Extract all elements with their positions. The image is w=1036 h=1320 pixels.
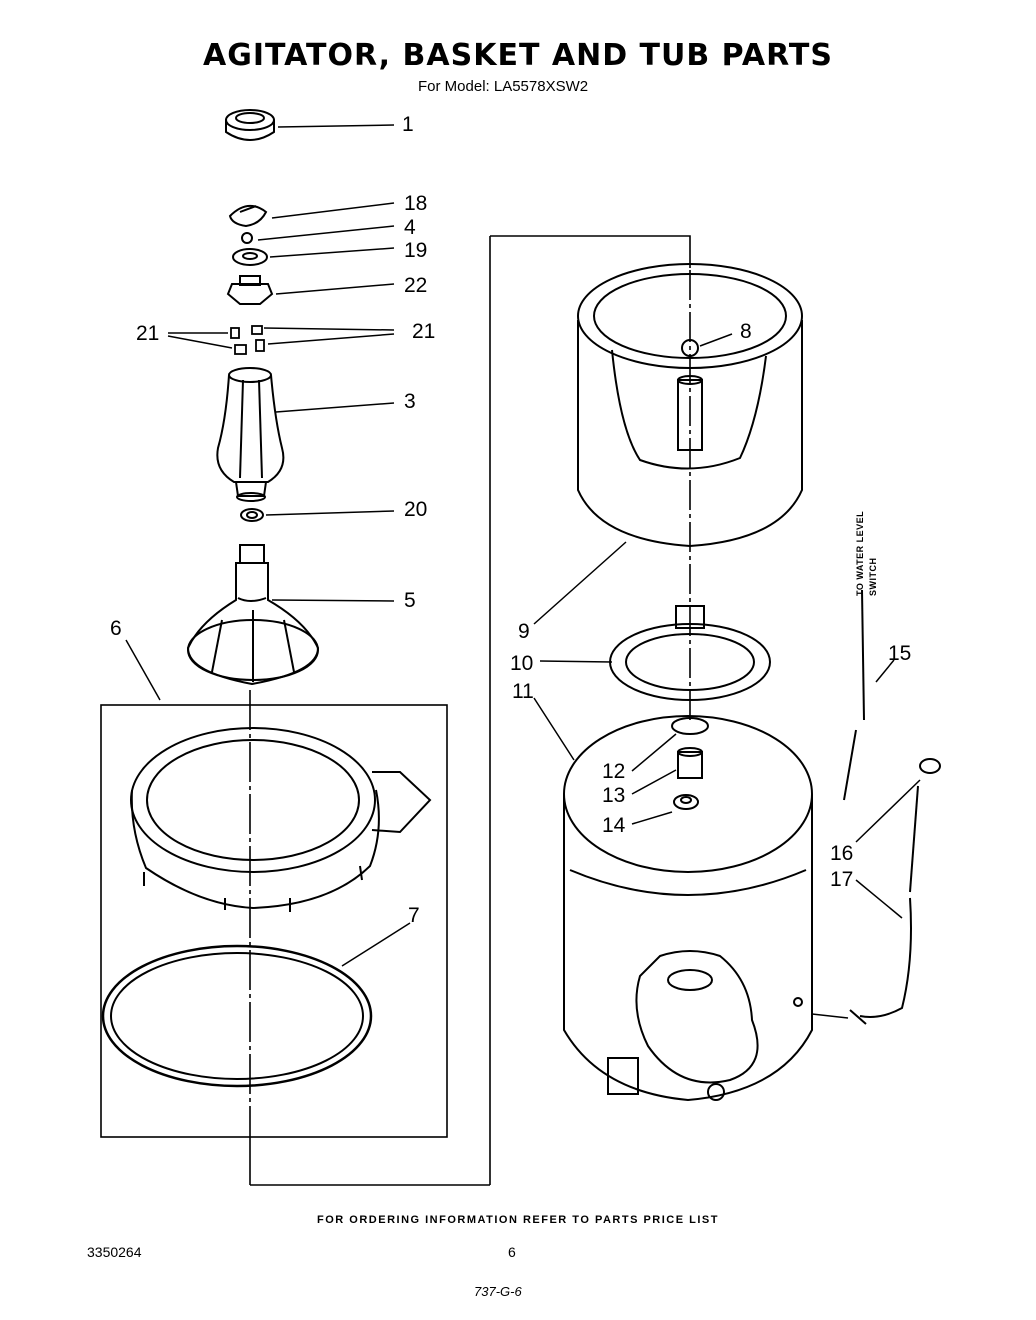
part-17-hose bbox=[849, 785, 919, 1025]
part-18-cap-insert bbox=[228, 205, 268, 228]
part-6-tub-ring bbox=[130, 727, 432, 912]
callout-21-left: 21 bbox=[136, 322, 159, 345]
callout-16: 16 bbox=[830, 842, 853, 865]
callout-7: 7 bbox=[408, 904, 420, 927]
part-3-agitator-barrel bbox=[216, 367, 285, 502]
part-4-cam bbox=[241, 232, 253, 244]
ordering-note: FOR ORDERING INFORMATION REFER TO PARTS … bbox=[317, 1214, 719, 1226]
part-20-seal-ring bbox=[240, 508, 264, 522]
callout-5: 5 bbox=[404, 589, 416, 612]
page-number: 6 bbox=[508, 1244, 516, 1260]
document-number: 3350264 bbox=[87, 1244, 142, 1260]
part-19-seal bbox=[232, 248, 268, 266]
water-level-switch-note: TO WATER LEVEL SWITCH bbox=[855, 468, 885, 598]
callout-9: 9 bbox=[518, 620, 530, 643]
callout-8: 8 bbox=[740, 320, 752, 343]
callout-21-right: 21 bbox=[412, 320, 435, 343]
callout-15: 15 bbox=[888, 642, 911, 665]
callout-11: 11 bbox=[512, 680, 534, 703]
part-22-drive-block bbox=[226, 275, 274, 305]
callout-10: 10 bbox=[510, 652, 533, 675]
handwritten-note: 737-G-6 bbox=[474, 1284, 522, 1299]
callout-1: 1 bbox=[402, 113, 414, 136]
part-7-gasket bbox=[101, 944, 373, 1088]
part-8-nut bbox=[681, 339, 699, 357]
callout-22: 22 bbox=[404, 274, 427, 297]
callout-3: 3 bbox=[404, 390, 416, 413]
part-13-bushing bbox=[677, 747, 703, 779]
part-5-agitator-base bbox=[186, 544, 320, 686]
part-11-outer-tub bbox=[563, 715, 813, 1102]
part-16-clamp bbox=[919, 758, 941, 774]
part-14-seal bbox=[673, 794, 699, 810]
part-21-dogs bbox=[230, 325, 265, 355]
page-title: AGITATOR, BASKET AND TUB PARTS bbox=[203, 38, 833, 73]
callout-4: 4 bbox=[404, 216, 416, 239]
callout-18: 18 bbox=[404, 192, 427, 215]
callout-13: 13 bbox=[602, 784, 625, 807]
assembly-connector-lines bbox=[100, 235, 691, 1186]
part-12-snap-ring bbox=[671, 717, 709, 735]
callout-12: 12 bbox=[602, 760, 625, 783]
part-1-agitator-cap bbox=[225, 109, 275, 141]
callout-6: 6 bbox=[110, 617, 122, 640]
part-15-air-hose bbox=[843, 589, 865, 801]
model-subtitle: For Model: LA5578XSW2 bbox=[418, 78, 589, 95]
callout-19: 19 bbox=[404, 239, 427, 262]
callout-14: 14 bbox=[602, 814, 626, 837]
note-line-2: SWITCH bbox=[868, 557, 878, 597]
part-9-spin-basket bbox=[577, 263, 803, 548]
leader-lines bbox=[125, 124, 921, 1019]
note-line-1: TO WATER LEVEL bbox=[855, 510, 865, 596]
callout-17: 17 bbox=[830, 868, 853, 891]
callout-20: 20 bbox=[404, 498, 427, 521]
